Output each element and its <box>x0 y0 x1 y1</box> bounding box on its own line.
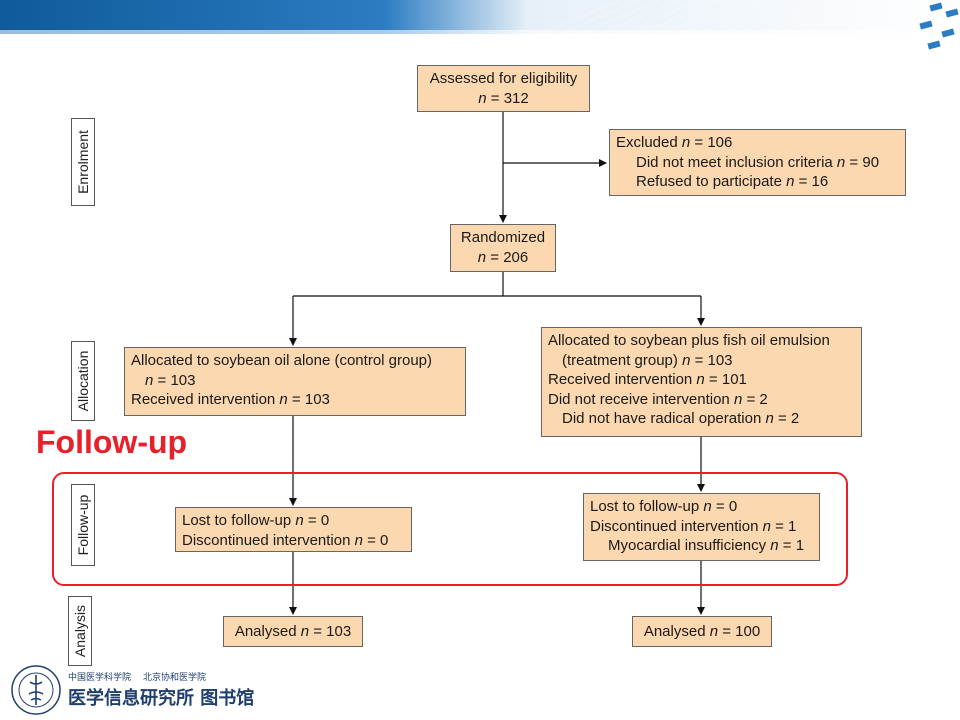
stage-label-allocation: Allocation <box>71 341 95 421</box>
box-excluded: Excluded n = 106 Did not meet inclusion … <box>609 129 906 196</box>
follow-up-highlight-frame <box>52 472 848 586</box>
institution-names-small: 中国医学科学院北京协和医学院 <box>68 672 207 682</box>
institution-seal-logo <box>11 665 61 715</box>
box-treatment-analysed: Analysed n = 100 <box>632 616 772 647</box>
box-assessed-for-eligibility: Assessed for eligibility n = 312 <box>417 65 590 112</box>
stage-label-follow-up: Follow-up <box>71 484 95 566</box>
box-treatment-allocation: Allocated to soybean plus fish oil emuls… <box>541 327 862 437</box>
follow-up-heading: Follow-up <box>36 424 188 460</box>
banner-stripes-graphic <box>0 0 960 34</box>
box-control-allocation: Allocated to soybean oil alone (control … <box>124 347 466 416</box>
box-control-follow-up: Lost to follow-up n = 0 Discontinued int… <box>175 507 412 552</box>
stage-label-enrolment: Enrolment <box>71 118 95 206</box>
top-banner <box>0 0 960 34</box>
institution-name-main: 医学信息研究所 图书馆 <box>68 688 255 709</box>
box-randomized: Randomized n = 206 <box>450 224 556 272</box>
box-control-analysed: Analysed n = 103 <box>223 616 363 647</box>
stage-label-analysis: Analysis <box>68 596 92 666</box>
box-treatment-follow-up: Lost to follow-up n = 0 Discontinued int… <box>583 493 820 561</box>
corner-decoration-graphic <box>919 2 959 50</box>
